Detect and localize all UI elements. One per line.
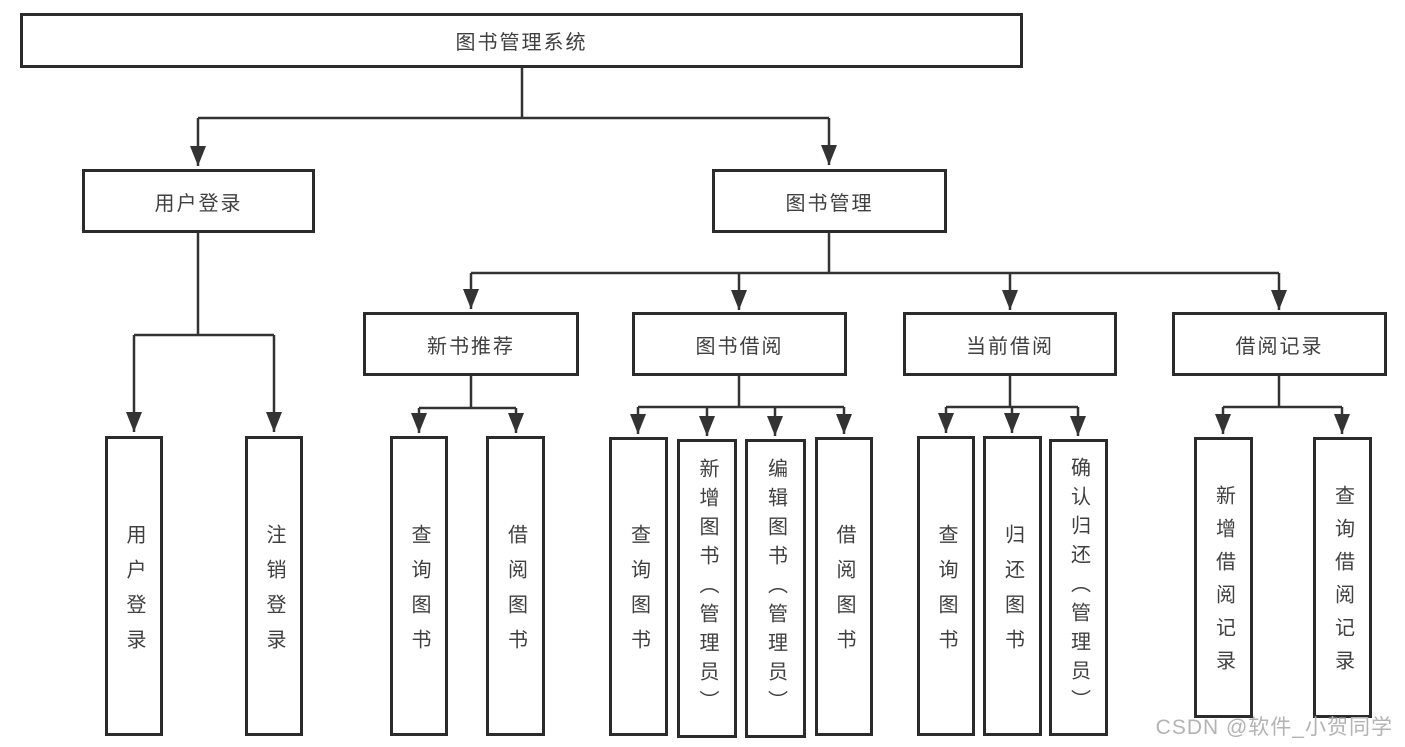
leaf-logout: 注销登录 [245,436,303,736]
node-book-borrow-label: 图书借阅 [695,335,784,358]
leaf-add-borrow-record-label: 新增借阅记录 [1212,485,1235,683]
node-root-label: 图书管理系统 [455,32,588,54]
csdn-watermark: CSDN @软件_小贺同学 [1155,716,1393,739]
leaf-query-borrow-record-label: 查询借阅记录 [1331,485,1354,683]
leaf-confirm-return-admin: 确认归还（管理员） [1049,439,1108,736]
leaf-add-book-admin-label: 新增图书（管理员） [696,458,718,719]
leaf-borrow-books-1: 借阅图书 [486,436,545,736]
node-book-management-label: 图书管理 [785,192,874,215]
leaf-query-borrow-record: 查询借阅记录 [1313,437,1372,718]
leaf-borrow-books-2-label: 借阅图书 [833,524,855,664]
leaf-edit-book-admin-label: 编辑图书（管理员） [764,458,787,719]
leaf-confirm-return-admin-label: 确认归还（管理员） [1067,457,1090,718]
node-new-book-recommend-label: 新书推荐 [427,335,515,358]
node-book-borrow: 图书借阅 [632,312,847,376]
leaf-add-borrow-record: 新增借阅记录 [1194,437,1253,718]
leaf-user-login-label: 用户登录 [123,523,145,664]
leaf-logout-label: 注销登录 [263,523,285,664]
leaf-return-books: 归还图书 [983,436,1042,736]
node-new-book-recommend: 新书推荐 [363,312,579,376]
leaf-borrow-books-1-label: 借阅图书 [504,523,527,664]
node-root-system: 图书管理系统 [20,13,1023,68]
leaf-query-books-2-label: 查询图书 [627,524,650,664]
leaf-borrow-books-2: 借阅图书 [815,437,873,736]
leaf-query-books-1: 查询图书 [390,436,448,736]
leaf-query-books-1-label: 查询图书 [408,523,430,664]
node-borrow-records-label: 借阅记录 [1235,335,1324,358]
node-borrow-records: 借阅记录 [1172,312,1387,376]
leaf-user-login: 用户登录 [105,436,163,736]
node-current-borrow-label: 当前借阅 [966,335,1054,358]
leaf-query-books-3: 查询图书 [917,436,975,736]
leaf-query-books-2: 查询图书 [609,437,668,736]
node-user-login-label: 用户登录 [154,192,243,215]
leaf-edit-book-admin: 编辑图书（管理员） [745,439,806,738]
node-book-management: 图书管理 [712,169,947,233]
node-current-borrow: 当前借阅 [903,312,1117,376]
leaf-add-book-admin: 新增图书（管理员） [677,439,737,738]
leaf-return-books-label: 归还图书 [1001,523,1024,664]
leaf-query-books-3-label: 查询图书 [935,523,957,664]
node-user-login: 用户登录 [82,169,315,233]
